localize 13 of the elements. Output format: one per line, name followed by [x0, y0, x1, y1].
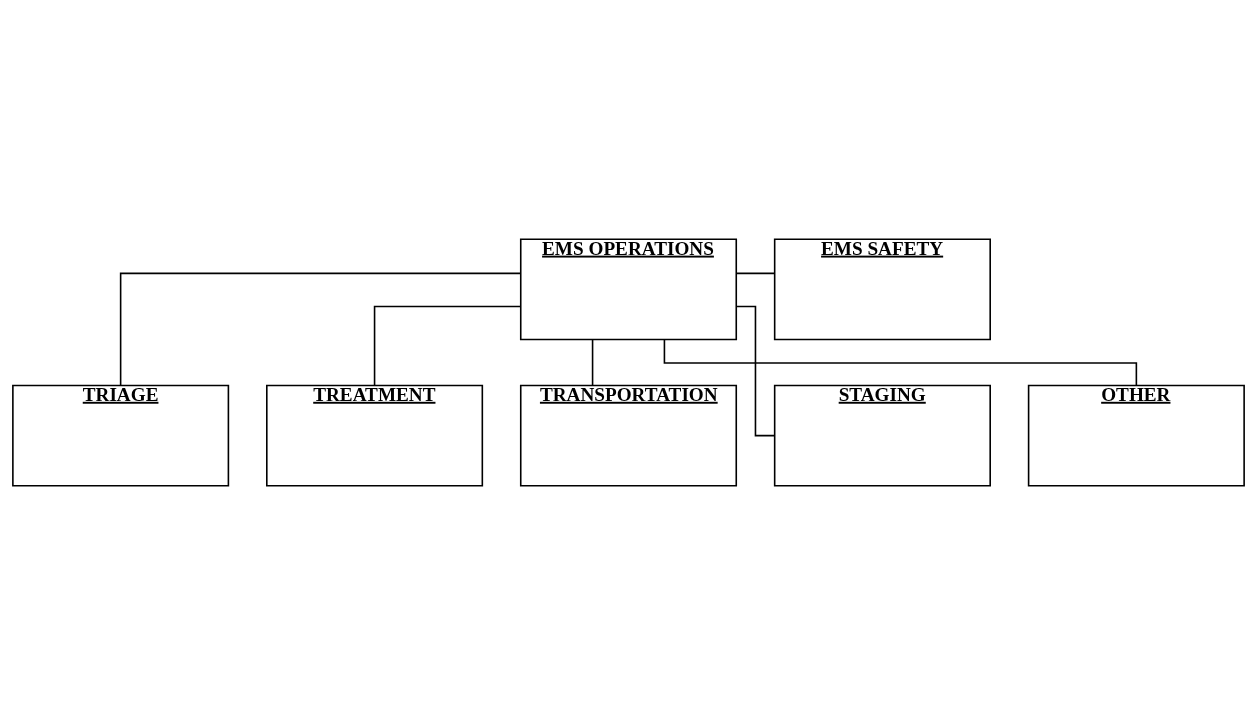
node-box: TRANSPORTATION: [519, 384, 738, 487]
connector: [373, 305, 522, 387]
node-box: TRIAGE: [12, 384, 230, 487]
connector: [663, 338, 1138, 386]
node-box: OTHER: [1027, 384, 1245, 487]
connector: [591, 338, 594, 386]
node-box: STAGING: [773, 384, 991, 487]
node-box: EMS OPERATIONS: [519, 238, 738, 341]
connector: [119, 272, 522, 386]
node-box: EMS SAFETY: [773, 238, 991, 341]
node-box: TREATMENT: [266, 384, 484, 487]
connector: [735, 305, 776, 437]
connector: [735, 272, 776, 275]
